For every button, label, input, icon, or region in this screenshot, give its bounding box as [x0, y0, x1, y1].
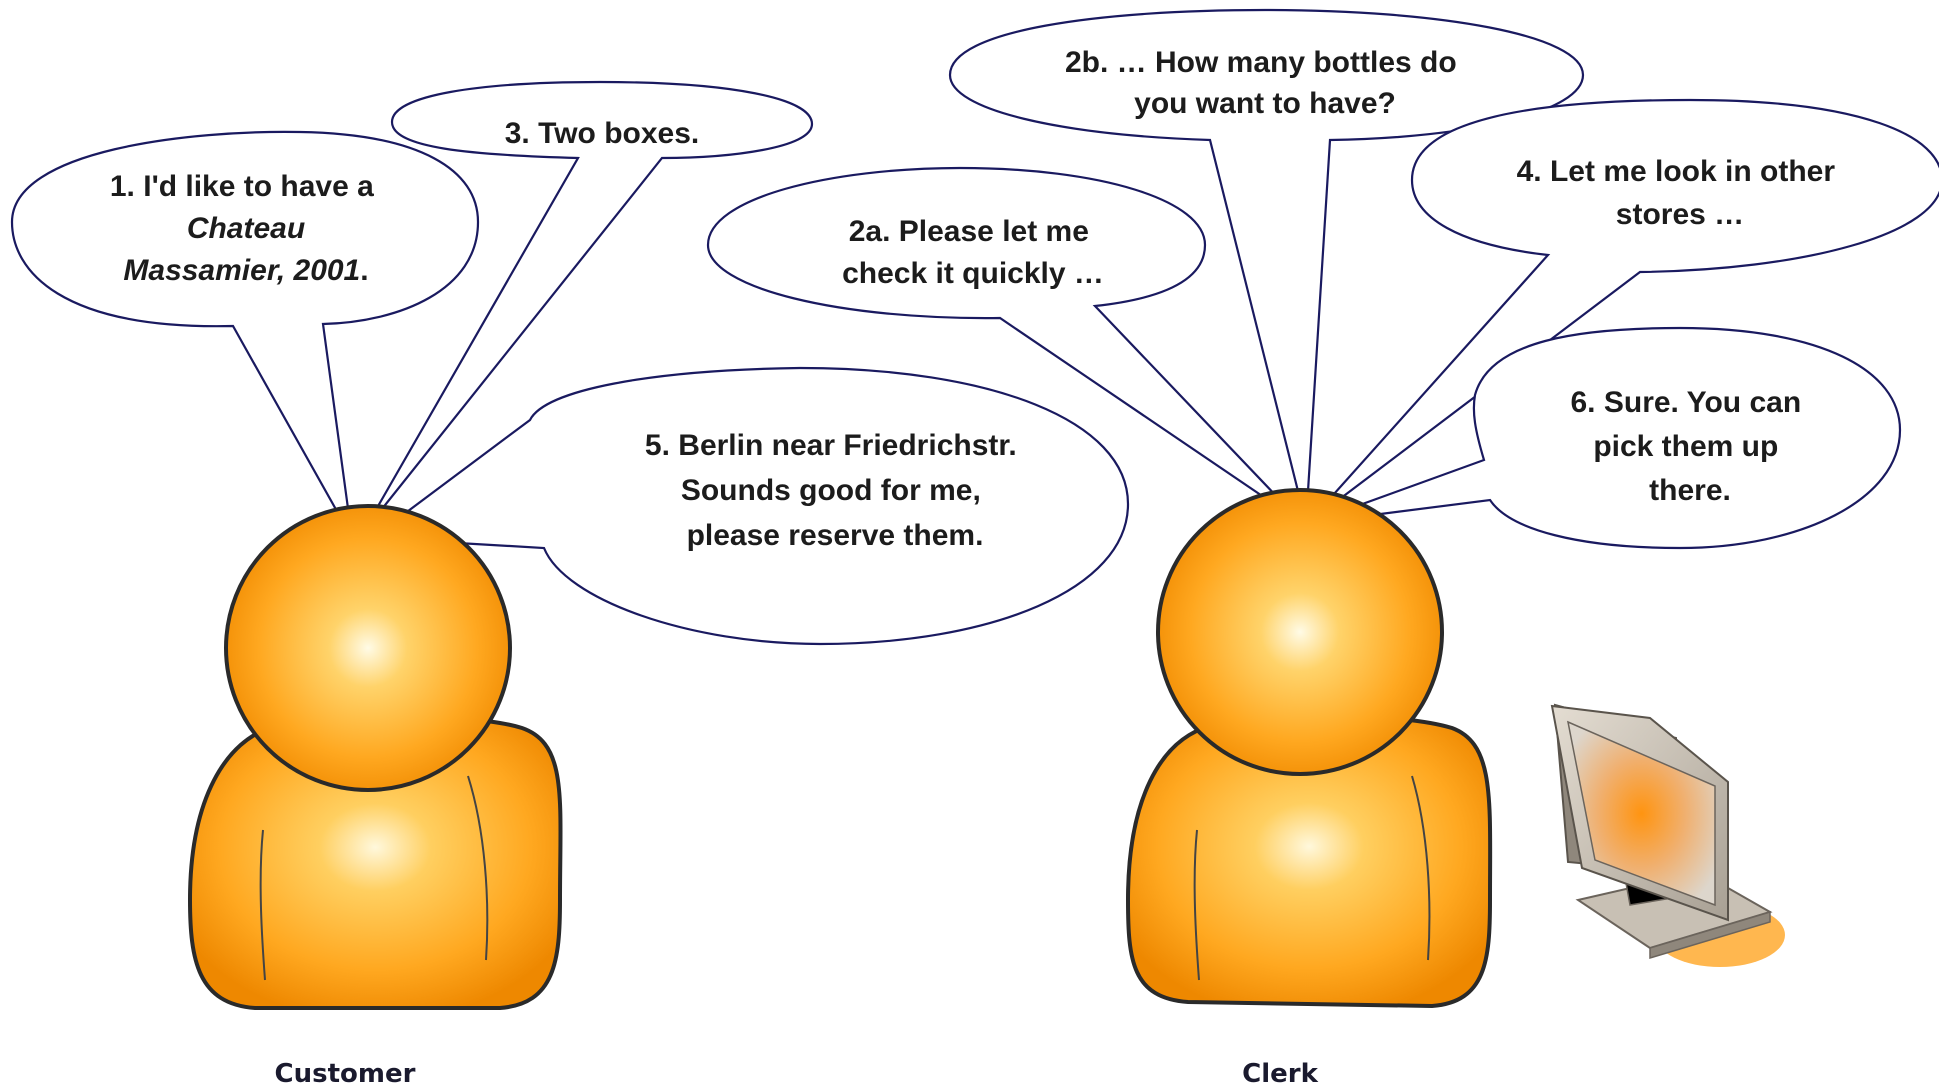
speech-bubble-5: 5. Berlin near Friedrichstr. Sounds good…	[368, 366, 1130, 646]
speech-bubble-2a: 2a. Please let me check it quickly …	[706, 166, 1303, 524]
bubble-2a-line-1: 2a. Please let me	[849, 215, 1089, 248]
bubble-4-line-2: stores …	[1616, 198, 1744, 231]
bubble-1-line-3b: .	[360, 254, 368, 287]
bubble-1-line-1: 1. I'd like to have a	[110, 170, 374, 203]
speech-bubble-4: 4. Let me look in other stores …	[1307, 98, 1939, 524]
speech-bubble-3: 3. Two boxes.	[361, 80, 814, 535]
clerk-person-icon	[1125, 488, 1493, 1009]
svg-text:4. Let me look in other: 4. Let me look in other stores …	[1517, 155, 1844, 231]
svg-text:5. Berlin near Friedrichstr.: 5. Berlin near Friedrichstr. Sounds good…	[645, 429, 1025, 552]
speech-bubble-6: 6. Sure. You can pick them up there.	[1309, 326, 1902, 550]
bubble-4-line-1: 4. Let me look in other	[1517, 155, 1836, 188]
bubble-2b-line-2: you want to have?	[1134, 87, 1396, 120]
svg-text:3. Two boxes.: 3. Two boxes.	[505, 117, 700, 150]
monitor-icon	[1550, 703, 1785, 967]
svg-text:2b. … How many bottles do: 2b. … How many bottles do you want to ha…	[1065, 46, 1465, 120]
bubble-1-line-3a: Massamier, 2001	[123, 254, 360, 287]
bubble-6-line-2: pick them up	[1593, 430, 1778, 463]
svg-text:Massamier, 2001.: Massamier, 2001.	[123, 254, 368, 287]
svg-text:1. I'd like to have a Ch: 1. I'd like to have a Chateau	[110, 170, 382, 245]
svg-text:6. Sure. You can pick th: 6. Sure. You can pick them up there.	[1571, 386, 1810, 507]
bubble-1-line-2: Chateau	[187, 212, 305, 245]
bubble-6-line-1: 6. Sure. You can	[1571, 386, 1802, 419]
customer-label: Customer	[275, 1059, 416, 1088]
bubble-2b-line-1: 2b. … How many bottles do	[1065, 46, 1457, 79]
speech-bubble-1: 1. I'd like to have a Chateau Massamier,…	[10, 130, 480, 539]
bubble-3-line-1: 3. Two boxes.	[505, 117, 700, 150]
clerk-label: Clerk	[1242, 1059, 1318, 1088]
customer-person-icon	[187, 504, 563, 1010]
bubble-5-line-1: 5. Berlin near Friedrichstr.	[645, 429, 1017, 462]
bubble-5-line-3: please reserve them.	[687, 519, 984, 552]
bubble-5-line-2: Sounds good for me,	[681, 474, 981, 507]
bubble-2a-line-2: check it quickly …	[842, 257, 1104, 290]
svg-text:2a. Please let me check: 2a. Please let me check it quickly …	[842, 215, 1104, 290]
bubble-6-line-3: there.	[1649, 474, 1731, 507]
